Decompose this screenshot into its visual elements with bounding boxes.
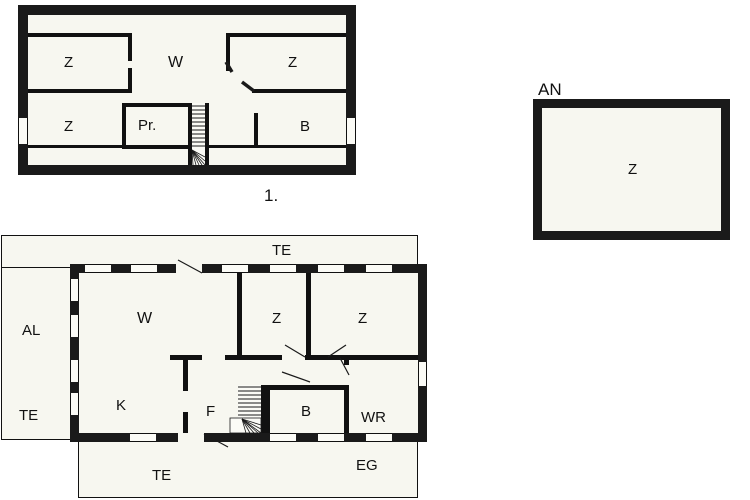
annex-wall-bottom xyxy=(533,231,730,240)
ground-iwall-under-z-right xyxy=(305,355,345,360)
annex-interior-surface xyxy=(542,108,721,231)
ground-iwall-wr-top-stub xyxy=(344,355,349,365)
upper-wall-bottom xyxy=(18,165,356,175)
upper-z-topright-bottom-wall xyxy=(252,89,346,93)
ground-window-top-6 xyxy=(366,264,392,273)
ground-door-bottom-main xyxy=(178,433,204,442)
ground-window-left-2 xyxy=(70,315,79,337)
upper-wall-top xyxy=(18,5,356,15)
upper-band-top xyxy=(28,33,132,37)
ground-iwall-under-z-far-right xyxy=(344,355,418,360)
annex-wall-top xyxy=(533,99,730,108)
upper-b-stub-wall xyxy=(254,113,258,146)
ground-iwall-z-between xyxy=(306,273,311,359)
upper-band-top-right xyxy=(226,33,346,37)
upper-label-z-bottomleft: Z xyxy=(64,118,74,135)
upper-pr-left-wall xyxy=(122,103,126,149)
ground-wall-right xyxy=(418,264,427,442)
ground-iwall-t-vertical-lower xyxy=(183,412,188,433)
ground-window-top-1 xyxy=(85,264,111,273)
ground-label-wr: WR xyxy=(361,409,386,426)
ground-label-te-left: TE xyxy=(19,407,39,424)
upper-label-w: W xyxy=(168,54,184,71)
ground-iwall-b-left xyxy=(265,385,270,433)
ground-window-top-3 xyxy=(222,264,248,273)
upper-wall-right xyxy=(346,5,356,175)
ground-wall-bottom xyxy=(70,433,427,442)
upper-plan-caption: 1. xyxy=(264,186,279,205)
ground-window-bottom-1 xyxy=(130,433,156,442)
annex-wall-right xyxy=(721,99,730,240)
ground-label-f: F xyxy=(206,403,216,420)
annex-wall-left xyxy=(533,99,542,240)
upper-pr-top-wall xyxy=(122,103,190,107)
upper-label-z-topright: Z xyxy=(288,54,298,71)
annex-tag: AN xyxy=(538,80,562,99)
ground-iwall-t-vertical xyxy=(183,355,188,391)
ground-label-k: K xyxy=(116,397,127,414)
upper-z-topleft-right-wall-upper xyxy=(128,33,132,61)
ground-window-bottom-2 xyxy=(270,433,296,442)
ground-iwall-z-mid-left xyxy=(237,273,242,359)
ground-window-bottom-3 xyxy=(318,433,344,442)
ground-door-top-main xyxy=(176,264,202,273)
ground-window-right-1 xyxy=(418,362,427,386)
ground-terrace-bottom xyxy=(78,440,418,498)
annex-label-z: Z xyxy=(628,161,638,178)
ground-label-w: W xyxy=(137,310,153,327)
ground-stair-right-wall xyxy=(261,385,265,433)
ground-window-top-5 xyxy=(318,264,344,273)
plan-annex: AN Z xyxy=(530,80,750,245)
ground-iwall-b-top xyxy=(265,385,349,390)
upper-label-b: B xyxy=(300,118,311,135)
ground-window-bottom-4 xyxy=(366,433,392,442)
ground-window-top-4 xyxy=(270,264,296,273)
upper-z-topleft-bottom-wall xyxy=(28,89,132,93)
upper-label-pr: Pr. xyxy=(138,117,157,134)
plan-upper-floor: Z W Z Z Pr. B 1. xyxy=(0,0,380,215)
ground-label-eg: EG xyxy=(356,457,378,474)
ground-label-z-right: Z xyxy=(358,310,368,327)
plan-ground-floor: AL TE TE TE EG W Z Z K F B WR xyxy=(0,230,440,500)
ground-label-te-top: TE xyxy=(272,242,292,259)
ground-iwall-under-z-left xyxy=(225,355,282,360)
upper-band-bottom xyxy=(28,145,346,148)
ground-wall-top xyxy=(70,264,427,273)
ground-window-left-4 xyxy=(70,393,79,415)
ground-label-z-mid: Z xyxy=(272,310,282,327)
ground-window-left-1 xyxy=(70,279,79,301)
upper-label-z-topleft: Z xyxy=(64,54,74,71)
ground-wall-left xyxy=(70,264,79,442)
upper-window-left xyxy=(18,118,28,144)
ground-label-te-bottom: TE xyxy=(152,467,172,484)
upper-wall-left xyxy=(18,5,28,175)
upper-stair-left-wall xyxy=(188,103,192,165)
upper-stair-right-wall xyxy=(205,103,209,165)
upper-z-topright-left-wall xyxy=(226,33,230,71)
ground-label-al: AL xyxy=(22,322,41,339)
ground-iwall-wr-left xyxy=(344,385,349,433)
upper-window-right xyxy=(346,118,356,144)
upper-z-topleft-right-wall-lower xyxy=(128,68,132,92)
ground-window-top-2 xyxy=(131,264,157,273)
ground-terrace-top xyxy=(1,235,418,268)
ground-label-b: B xyxy=(301,403,312,420)
ground-window-left-3 xyxy=(70,360,79,382)
